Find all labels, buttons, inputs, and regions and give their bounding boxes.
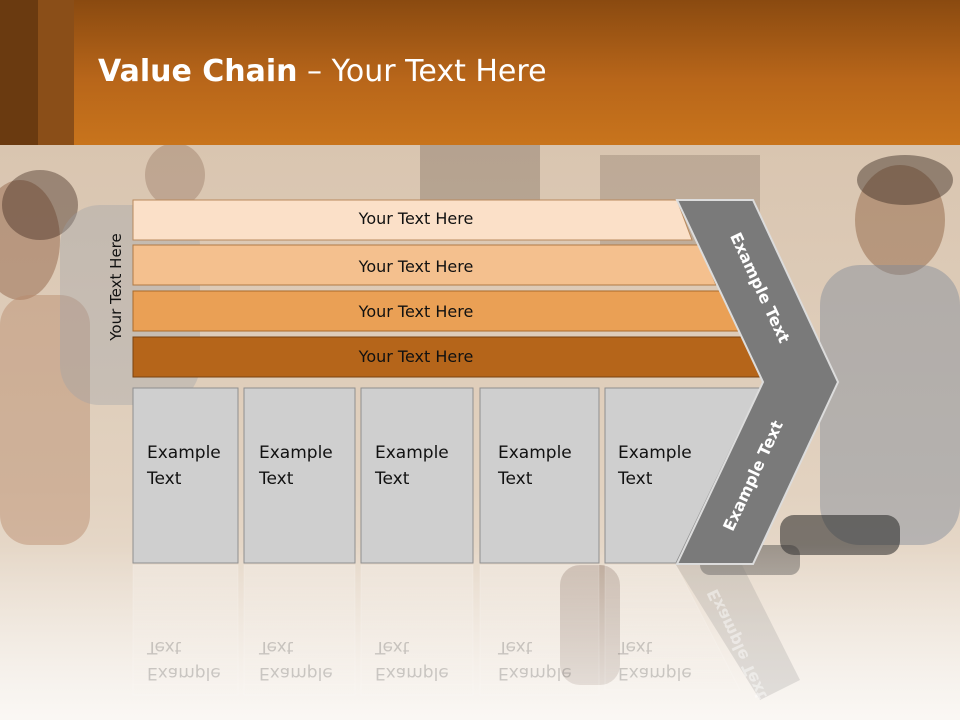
box-5-shape — [604, 387, 761, 564]
box-4-text: Example Text — [498, 443, 572, 489]
bar-2-shape — [132, 244, 717, 286]
box-4-text-reflection: Example Text — [498, 637, 572, 683]
title-bold: Value Chain — [98, 54, 298, 89]
chevron-arrow — [675, 199, 840, 565]
header-band: Value Chain – Your Text Here — [0, 0, 960, 145]
box-2-shape — [243, 387, 356, 564]
bar-2-label: Your Text Here — [358, 257, 474, 276]
bar-4-label: Your Text Here — [358, 347, 474, 366]
bar-3-label: Your Text Here — [358, 302, 474, 321]
title-rest: – Your Text Here — [297, 54, 547, 89]
slide-title: Value Chain – Your Text Here — [98, 54, 547, 89]
box-reflections — [132, 564, 800, 700]
bar-1-label: Your Text Here — [358, 209, 474, 228]
box-2-text-reflection: Example Text — [259, 637, 333, 683]
box-1-text-reflection: Example Text — [147, 637, 221, 683]
header-stripe-dark — [0, 0, 38, 145]
box-5-text: Example Text — [618, 443, 692, 489]
bar-1-shape — [132, 199, 693, 241]
box-3-shape — [360, 387, 474, 564]
box-3-text-reflection: Example Text — [375, 637, 449, 683]
box-2-text: Example Text — [259, 443, 333, 489]
box-5-text-reflection: Example Text — [618, 637, 692, 683]
box-3-text: Example Text — [375, 443, 449, 489]
box-1-shape — [132, 387, 239, 564]
header-stripe-mid — [38, 0, 74, 145]
box-1-text: Example Text — [147, 443, 221, 489]
box-4-shape — [479, 387, 600, 564]
